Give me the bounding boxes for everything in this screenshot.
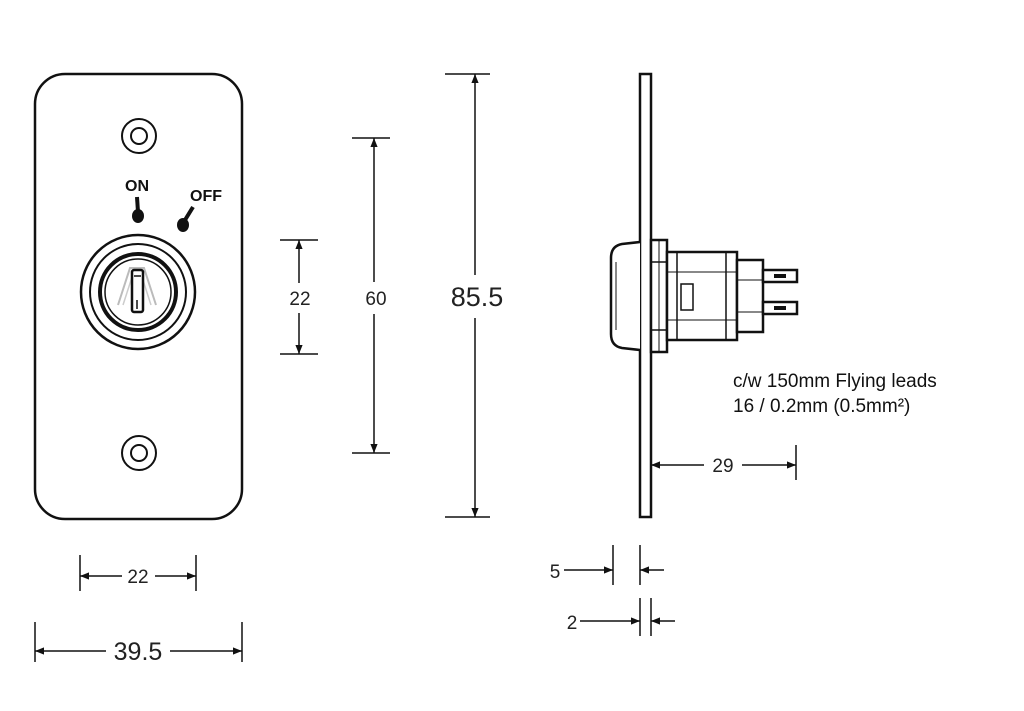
svg-text:5: 5 <box>550 562 561 583</box>
dim-plate-width: 39.5 <box>34 622 243 666</box>
bezel <box>609 240 641 352</box>
dim-body-depth: 29 <box>651 445 797 480</box>
side-view <box>609 72 799 519</box>
plate-side <box>638 72 653 519</box>
switch-rear <box>735 258 765 334</box>
terminal-top-icon <box>761 268 799 284</box>
key-switch <box>79 233 197 351</box>
on-indicator-icon <box>132 196 144 223</box>
face-plate <box>33 72 244 521</box>
key-slot-icon <box>130 268 145 314</box>
svg-text:60: 60 <box>365 289 386 310</box>
dim-inner-width: 22 <box>79 555 197 591</box>
dim-plate-thickness: 2 <box>567 598 675 636</box>
off-label: OFF <box>190 188 222 205</box>
on-label: ON <box>125 178 149 195</box>
front-view: ON OFF <box>33 72 244 521</box>
svg-text:22: 22 <box>127 567 148 588</box>
svg-text:85.5: 85.5 <box>451 282 504 312</box>
off-indicator-icon <box>177 205 195 232</box>
dim-bezel-depth: 5 <box>550 545 664 585</box>
dim-hole-spacing: 22 <box>280 239 318 355</box>
svg-text:39.5: 39.5 <box>114 638 163 666</box>
flying-leads-note: c/w 150mm Flying leads <box>733 371 937 392</box>
terminal-bottom-icon <box>761 300 799 316</box>
wire-spec-note: 16 / 0.2mm (0.5mm²) <box>733 396 910 417</box>
top-screw-hole <box>121 118 157 154</box>
dim-plate-height: 85.5 <box>445 73 504 518</box>
bottom-screw-hole <box>121 435 157 471</box>
dim-switch-pitch: 60 <box>352 137 390 454</box>
svg-text:22: 22 <box>289 289 310 310</box>
svg-text:2: 2 <box>567 613 578 634</box>
svg-text:29: 29 <box>712 456 733 477</box>
